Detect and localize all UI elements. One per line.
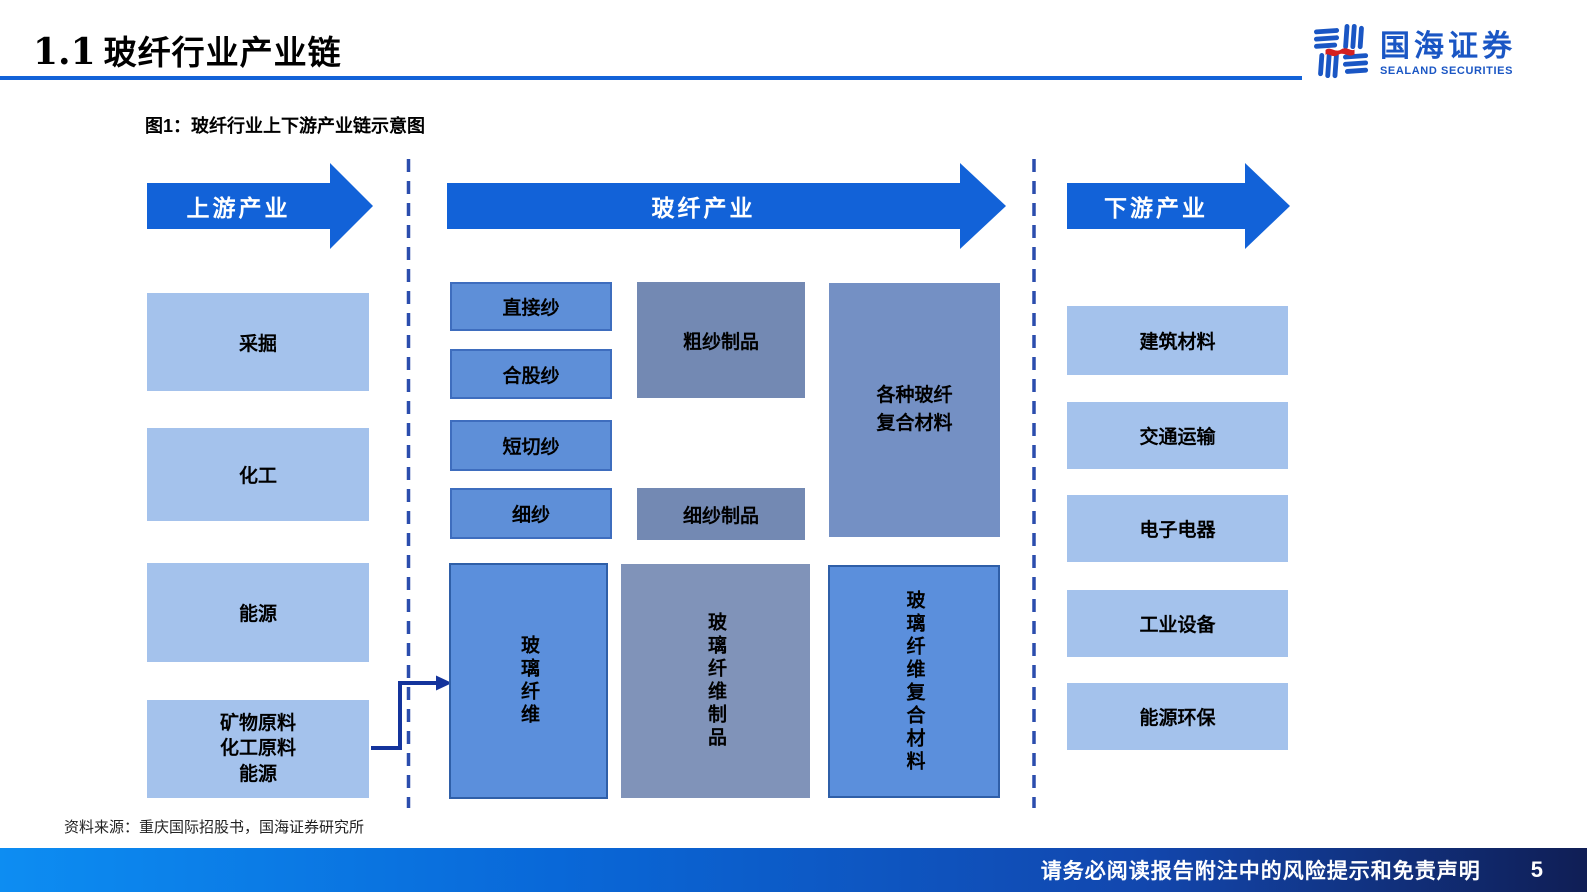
banner-upstream: 上游产业 xyxy=(147,183,330,229)
box-various-composites: 各种玻纤 复合材料 xyxy=(829,283,1000,537)
box-glass-fiber: 玻璃纤维 xyxy=(449,563,608,799)
figure-caption: 图1：玻纤行业上下游产业链示意图 xyxy=(145,116,426,136)
box-industrial-equipment: 工业设备 xyxy=(1067,590,1288,657)
box-fine-yarn: 细纱 xyxy=(450,488,612,539)
sealand-logo-icon xyxy=(1312,22,1370,85)
box-energy-environment: 能源环保 xyxy=(1067,683,1288,750)
banner-fiber-industry-label: 玻纤产业 xyxy=(651,195,756,221)
box-building-materials: 建筑材料 xyxy=(1067,306,1288,375)
banner-fiber-industry: 玻纤产业 xyxy=(447,183,960,229)
source-note: 资料来源：重庆国际招股书，国海证券研究所 xyxy=(64,819,365,836)
box-energy: 能源 xyxy=(147,563,369,662)
sealand-logo-cn: 国海证券 xyxy=(1380,30,1516,64)
box-glass-fiber-products: 玻璃纤维制品 xyxy=(621,564,810,798)
elbow-connector xyxy=(371,681,436,750)
box-glass-fiber-composites: 玻璃纤维复合材料 xyxy=(828,565,1000,798)
title-underline xyxy=(0,76,1302,80)
banner-upstream-arrowhead-icon xyxy=(330,163,373,249)
box-transportation: 交通运输 xyxy=(1067,402,1288,469)
footer-page-number: 5 xyxy=(1530,857,1543,882)
box-direct-yarn: 直接纱 xyxy=(450,282,612,331)
sealand-logo: 国海证券 SEALAND SECURITIES xyxy=(1312,22,1516,85)
footer-disclaimer: 请务必阅读报告附注中的风险提示和免责声明 xyxy=(1040,860,1481,883)
box-roving-products: 粗纱制品 xyxy=(637,282,805,398)
box-raw-materials: 矿物原料 化工原料 能源 xyxy=(147,700,369,798)
box-mining: 采掘 xyxy=(147,293,369,391)
page-title-text: 玻纤行业产业链 xyxy=(103,34,342,71)
banner-downstream: 下游产业 xyxy=(1067,183,1245,229)
sealand-logo-text: 国海证券 SEALAND SECURITIES xyxy=(1380,30,1516,77)
banner-downstream-label: 下游产业 xyxy=(1104,195,1208,221)
box-fine-yarn-products: 细纱制品 xyxy=(637,488,805,540)
box-chopped-yarn: 短切纱 xyxy=(450,420,612,471)
box-chemical: 化工 xyxy=(147,428,369,521)
page-title-number: 1.1 xyxy=(33,31,96,73)
footer-bar: 请务必阅读报告附注中的风险提示和免责声明 5 xyxy=(0,848,1587,892)
sealand-logo-en: SEALAND SECURITIES xyxy=(1380,64,1514,77)
box-electronics: 电子电器 xyxy=(1067,495,1288,562)
banner-fiber-arrowhead-icon xyxy=(960,163,1006,249)
banner-downstream-arrowhead-icon xyxy=(1245,163,1290,249)
banner-upstream-label: 上游产业 xyxy=(186,195,291,221)
box-plied-yarn: 合股纱 xyxy=(450,349,612,399)
